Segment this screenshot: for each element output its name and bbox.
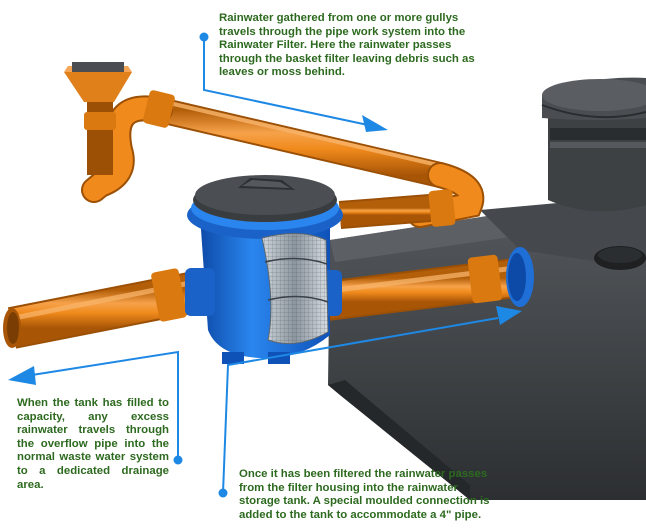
- overflow-pipe: [3, 268, 210, 349]
- arrow-left: [8, 350, 183, 465]
- gully-grate: [72, 62, 124, 72]
- outlet-pipe: [315, 247, 534, 322]
- callout-outlet-description: Once it has been filtered the rainwater …: [239, 468, 490, 521]
- inlet-pipe: [64, 62, 485, 229]
- filter-lid: [193, 175, 337, 222]
- storage-tank: [328, 195, 646, 500]
- tank-access-turret: [541, 77, 646, 212]
- arrow-top: [199, 32, 388, 132]
- callout-overflow-description: When the tank has filled to capacity, an…: [17, 397, 169, 491]
- arrow-bottom: [218, 306, 522, 498]
- callout-inlet-description: Rainwater gathered from one or more gull…: [219, 12, 475, 79]
